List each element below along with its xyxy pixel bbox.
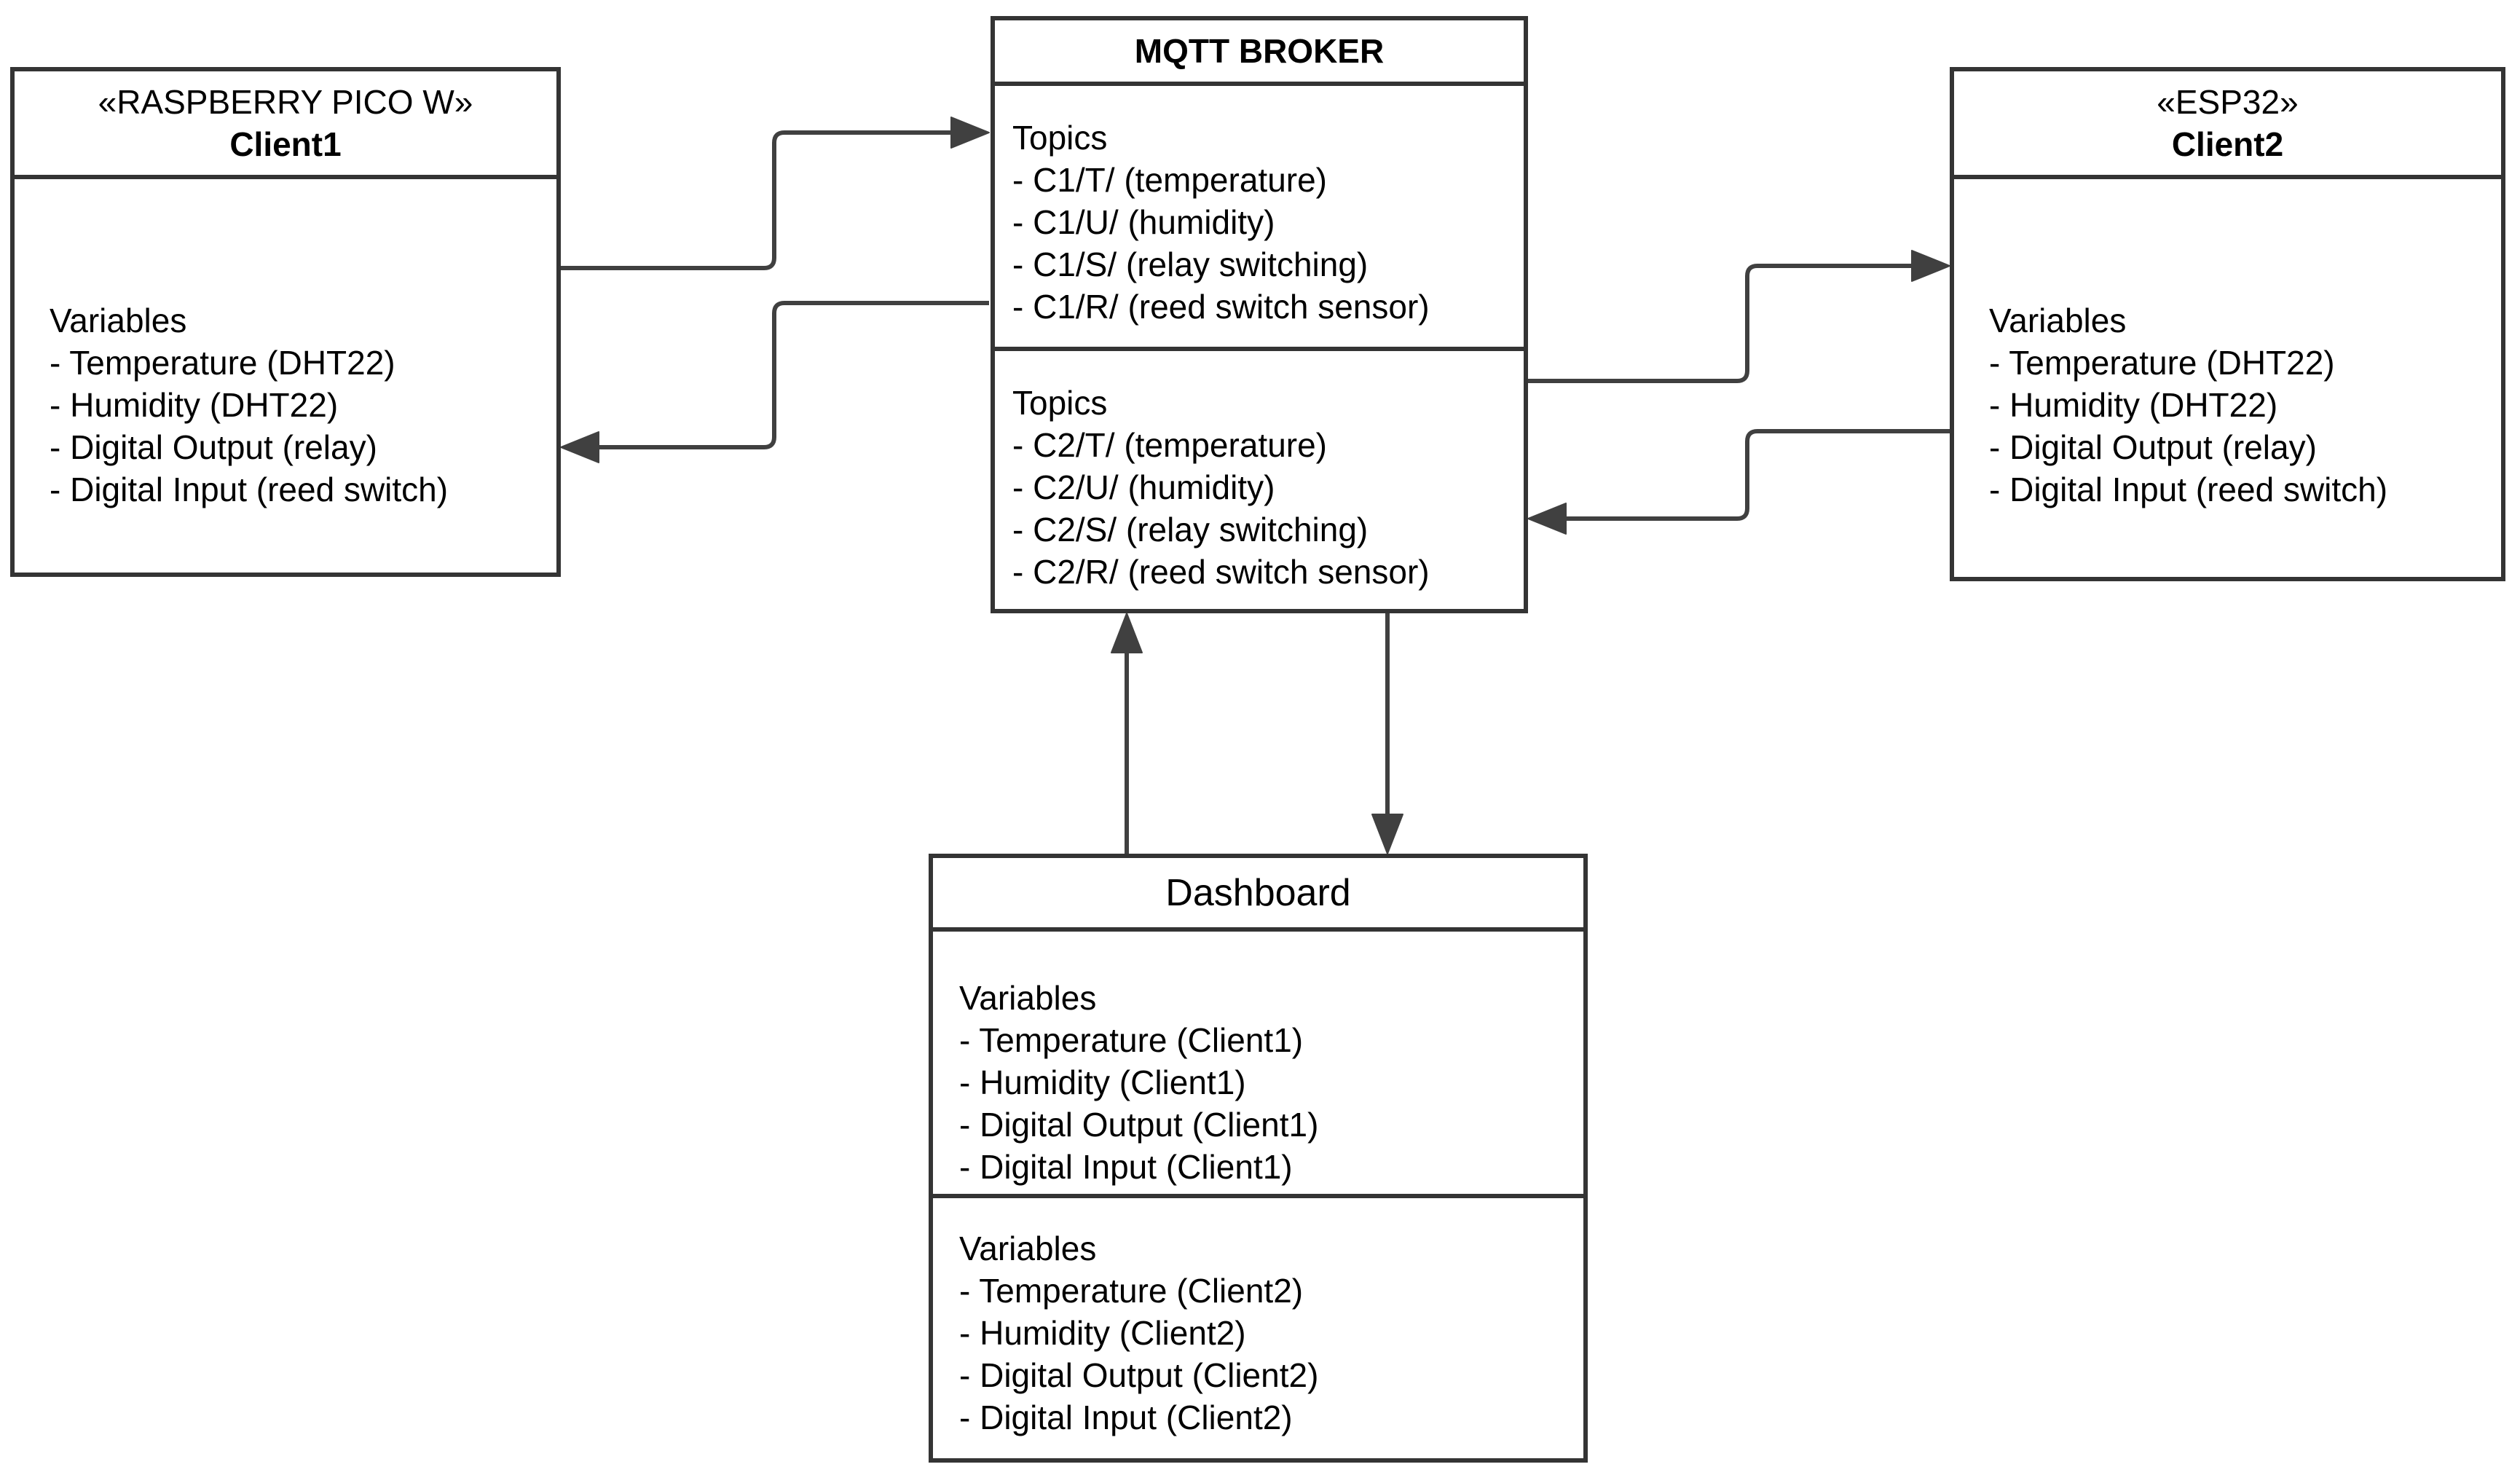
connector-broker-to-client2 [1528, 264, 1915, 383]
broker-topics-client1-section: Topics - C1/T/ (temperature) - C1/U/ (hu… [995, 86, 1524, 351]
list-item: - C1/R/ (reed switch sensor) [1012, 288, 1430, 326]
client2-header: «ESP32» Client2 [1954, 71, 2501, 179]
list-item: - C1/S/ (relay switching) [1012, 245, 1369, 283]
client2-variables-section: Variables - Temperature (DHT22) - Humidi… [1954, 179, 2501, 577]
list-item: - Temperature (DHT22) [1989, 344, 2335, 382]
list-item: - Temperature (DHT22) [50, 344, 395, 382]
list-item: - Humidity (Client1) [959, 1063, 1246, 1101]
list-item: - C1/U/ (humidity) [1012, 203, 1275, 241]
node-client2: «ESP32» Client2 Variables - Temperature … [1950, 67, 2505, 581]
section-title: Topics [1012, 119, 1108, 157]
list-item: - C2/S/ (relay switching) [1012, 511, 1369, 548]
connector-broker-to-client1 [599, 301, 989, 449]
list-item: - Digital Input (reed switch) [50, 471, 449, 508]
client1-title: Client1 [229, 125, 342, 163]
dashboard-variables-client2-section: Variables - Temperature (Client2) - Humi… [933, 1198, 1583, 1458]
connector-client2-to-broker [1566, 429, 1950, 521]
arrowhead-broker-to-client2-icon [1911, 250, 1950, 282]
broker-topics-client2-section: Topics - C2/T/ (temperature) - C2/U/ (hu… [995, 351, 1524, 609]
list-item: - Digital Input (Client1) [959, 1148, 1293, 1186]
list-item: - Digital Output (relay) [50, 428, 377, 466]
section-title: Topics [1012, 384, 1108, 422]
list-item: - C1/T/ (temperature) [1012, 161, 1327, 199]
client2-stereotype: «ESP32» [2157, 83, 2299, 121]
arrowhead-broker-to-client1-icon [560, 431, 599, 463]
node-mqtt-broker: MQTT BROKER Topics - C1/T/ (temperature)… [991, 16, 1528, 613]
list-item: - Digital Input (reed switch) [1989, 471, 2388, 508]
section-title: Variables [959, 1230, 1097, 1267]
section-title: Variables [959, 979, 1097, 1017]
list-item: - C2/T/ (temperature) [1012, 426, 1327, 464]
client1-variables-section: Variables - Temperature (DHT22) - Humidi… [15, 179, 556, 573]
list-item: - Humidity (Client2) [959, 1314, 1246, 1352]
dashboard-title: Dashboard [1165, 871, 1351, 914]
list-item: - Digital Output (relay) [1989, 428, 2317, 466]
list-item: - Digital Output (Client1) [959, 1106, 1319, 1144]
dashboard-variables-client1-section: Variables - Temperature (Client1) - Humi… [933, 932, 1583, 1198]
broker-title: MQTT BROKER [1134, 32, 1385, 70]
broker-header: MQTT BROKER [995, 20, 1524, 86]
list-item: - C2/U/ (humidity) [1012, 468, 1275, 506]
list-item: - Temperature (Client1) [959, 1021, 1304, 1059]
arrowhead-client2-to-broker-icon [1527, 503, 1567, 535]
section-title: Variables [50, 302, 187, 339]
connector-client1-to-broker [561, 130, 954, 270]
client1-stereotype: «RASPBERRY PICO W» [98, 83, 473, 121]
list-item: - Digital Input (Client2) [959, 1399, 1293, 1436]
list-item: - Humidity (DHT22) [1989, 386, 2278, 424]
arrowhead-dashboard-to-broker-icon [1111, 613, 1143, 653]
section-title: Variables [1989, 302, 2127, 339]
node-dashboard: Dashboard Variables - Temperature (Clien… [929, 854, 1588, 1463]
arrowhead-client1-to-broker-icon [950, 117, 990, 149]
list-item: - Digital Output (Client2) [959, 1356, 1319, 1394]
list-item: - C2/R/ (reed switch sensor) [1012, 553, 1430, 591]
arrowhead-broker-to-dashboard-icon [1371, 814, 1403, 854]
dashboard-header: Dashboard [933, 858, 1583, 932]
list-item: - Humidity (DHT22) [50, 386, 339, 424]
client2-title: Client2 [2171, 125, 2284, 163]
node-client1: «RASPBERRY PICO W» Client1 Variables - T… [10, 67, 561, 577]
client1-header: «RASPBERRY PICO W» Client1 [15, 71, 556, 179]
list-item: - Temperature (Client2) [959, 1272, 1304, 1310]
